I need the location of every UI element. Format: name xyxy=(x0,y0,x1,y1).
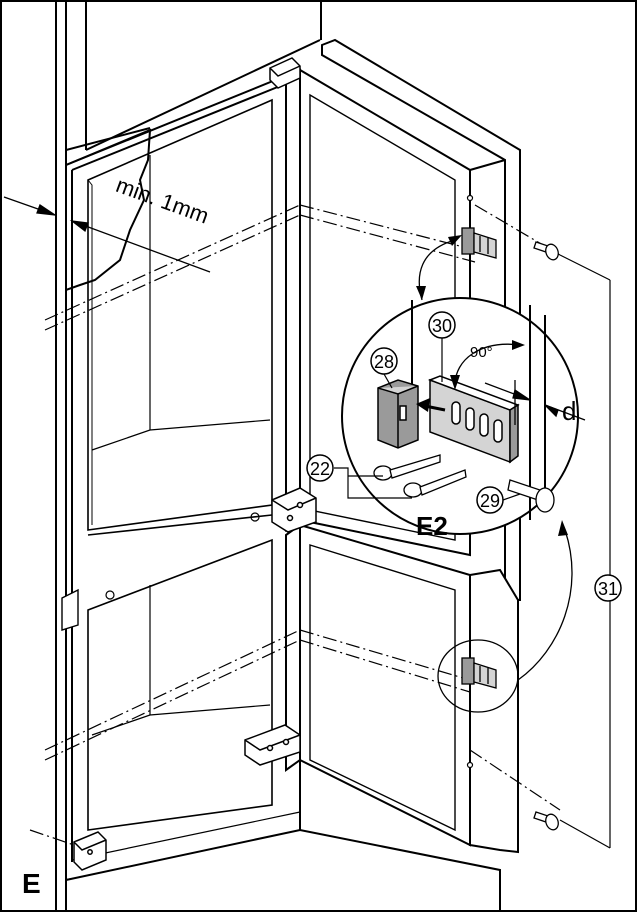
detail-arrowheads xyxy=(416,235,568,536)
detail-source-circle xyxy=(437,639,519,713)
lower-furniture-panel xyxy=(65,811,501,912)
callout-30-label: 30 xyxy=(432,316,452,336)
screw-22-b xyxy=(403,469,467,498)
bracket-lower xyxy=(461,657,497,689)
bottom-hinge-body xyxy=(73,831,107,871)
door-screw-holes xyxy=(466,194,474,769)
assembly-arrow xyxy=(416,398,446,412)
detail-E2: 90° d E2 xyxy=(334,297,586,541)
callout-22: 22 xyxy=(306,454,334,482)
callout-28: 28 xyxy=(370,347,398,389)
appliance-lower-door xyxy=(285,523,471,847)
part-28 xyxy=(377,379,419,449)
d-label: d xyxy=(562,396,576,426)
screw-upper xyxy=(533,241,559,261)
panel-label: E xyxy=(22,868,41,899)
cabinet-wall xyxy=(55,1,322,911)
screw-lower xyxy=(533,811,559,831)
callout-31-label: 31 xyxy=(598,579,618,599)
middle-hinge xyxy=(271,487,317,533)
callout-31: 31 xyxy=(594,574,622,602)
callout-30: 30 xyxy=(428,311,456,382)
screw-29 xyxy=(507,479,555,513)
callout-22-label: 22 xyxy=(310,459,330,479)
alignment-lines xyxy=(29,204,561,846)
furniture-lower-door xyxy=(469,568,519,854)
leader-31 xyxy=(559,254,611,849)
detail-label: E2 xyxy=(416,511,448,541)
leader-22 xyxy=(334,467,412,499)
bracket-upper xyxy=(461,227,497,259)
callout-28-label: 28 xyxy=(374,352,394,372)
d-dimension xyxy=(484,380,586,425)
bottom-hinge-door xyxy=(244,724,301,766)
angle-label: 90° xyxy=(470,344,493,361)
callout-29: 29 xyxy=(476,486,521,514)
gap-dimension xyxy=(3,196,211,273)
callout-29-label: 29 xyxy=(480,491,500,511)
upper-furniture-door xyxy=(65,39,321,292)
top-hinge xyxy=(269,57,301,89)
